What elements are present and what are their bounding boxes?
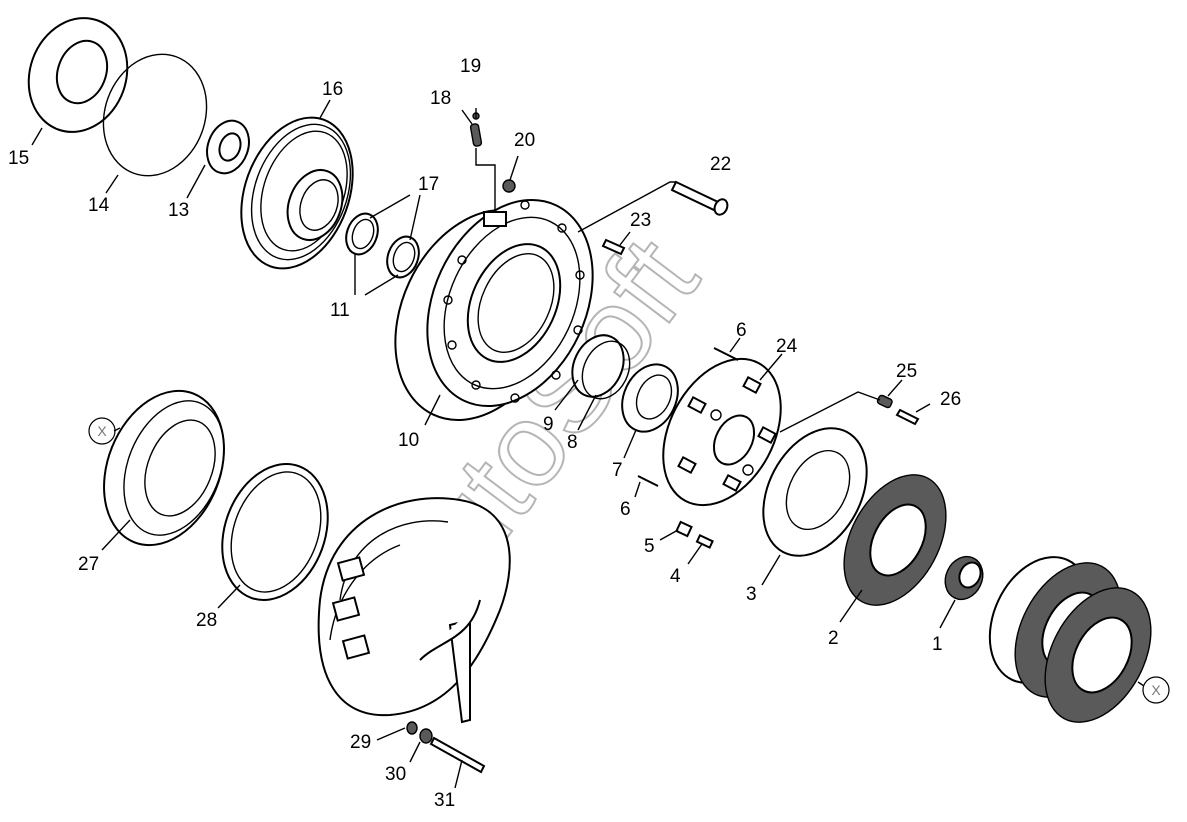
callout-30: 30 bbox=[385, 764, 406, 785]
callout-9: 9 bbox=[543, 414, 554, 435]
part-20-plug bbox=[502, 179, 516, 193]
part-31-stud bbox=[429, 736, 486, 774]
part-2-friction-disc bbox=[843, 474, 947, 606]
bell-housing bbox=[317, 497, 511, 724]
part-30-washer bbox=[419, 728, 433, 744]
part-24-carrier bbox=[662, 357, 782, 507]
part-4-screw bbox=[695, 533, 714, 549]
callout-23: 23 bbox=[630, 210, 651, 231]
callout-27: 27 bbox=[78, 554, 99, 575]
callout-29: 29 bbox=[350, 732, 371, 753]
part-9-oring bbox=[571, 334, 625, 398]
callouts: 15 14 13 16 17 11 19 18 20 22 23 10 9 8 … bbox=[8, 56, 961, 811]
callout-24: 24 bbox=[776, 336, 798, 357]
svg-text:X: X bbox=[1151, 682, 1161, 698]
part-14-gasket bbox=[102, 53, 208, 177]
part-26-screw bbox=[895, 408, 920, 426]
part-7-bearing bbox=[621, 363, 679, 433]
callout-26: 26 bbox=[940, 389, 961, 410]
part-1-hub bbox=[944, 555, 984, 601]
callout-10: 10 bbox=[398, 430, 419, 451]
callout-20: 20 bbox=[514, 130, 535, 151]
callout-25: 25 bbox=[896, 361, 917, 382]
part-17-seal-rings bbox=[345, 212, 420, 279]
part-23-bolt bbox=[601, 238, 626, 256]
part-16-piston bbox=[240, 116, 354, 270]
part-15-disc bbox=[27, 17, 129, 133]
svg-text:X: X bbox=[97, 423, 107, 439]
callout-28: 28 bbox=[196, 610, 217, 631]
callout-4: 4 bbox=[670, 566, 681, 587]
leader-lines bbox=[31, 99, 1145, 789]
callout-8: 8 bbox=[567, 432, 578, 453]
callout-5: 5 bbox=[644, 536, 655, 557]
callout-11: 11 bbox=[330, 300, 350, 321]
part-25-spring bbox=[876, 394, 893, 409]
callout-19: 19 bbox=[460, 56, 481, 77]
callout-15: 15 bbox=[8, 148, 29, 169]
part-18-spring bbox=[469, 123, 483, 147]
callout-3: 3 bbox=[746, 584, 757, 605]
callout-6a: 6 bbox=[736, 320, 747, 341]
marker-left: X bbox=[88, 417, 116, 445]
callout-13: 13 bbox=[168, 200, 189, 221]
callout-7: 7 bbox=[612, 460, 623, 481]
part-13-washer bbox=[206, 119, 250, 175]
part-8-oring bbox=[581, 340, 631, 400]
callout-6b: 6 bbox=[620, 499, 631, 520]
callout-1: 1 bbox=[932, 634, 943, 655]
part-22-bolt bbox=[670, 180, 729, 216]
callout-17: 17 bbox=[418, 174, 439, 195]
callout-14: 14 bbox=[88, 195, 110, 216]
part-6-pin-upper bbox=[713, 347, 739, 361]
part-5-fitting bbox=[675, 520, 693, 538]
part-6-pin-lower bbox=[637, 475, 659, 487]
part-29-nut bbox=[406, 721, 418, 735]
marker-right: X bbox=[1142, 676, 1170, 704]
disc-stack-right bbox=[988, 556, 1152, 723]
part-27-retainer bbox=[103, 389, 225, 547]
part-3-plate bbox=[762, 427, 868, 557]
part-28-ring bbox=[221, 463, 329, 601]
callout-22: 22 bbox=[710, 154, 731, 175]
callout-16: 16 bbox=[322, 79, 343, 100]
callout-2: 2 bbox=[828, 628, 839, 649]
callout-18: 18 bbox=[430, 88, 451, 109]
part-10-housing bbox=[394, 198, 594, 422]
callout-31: 31 bbox=[434, 790, 455, 811]
